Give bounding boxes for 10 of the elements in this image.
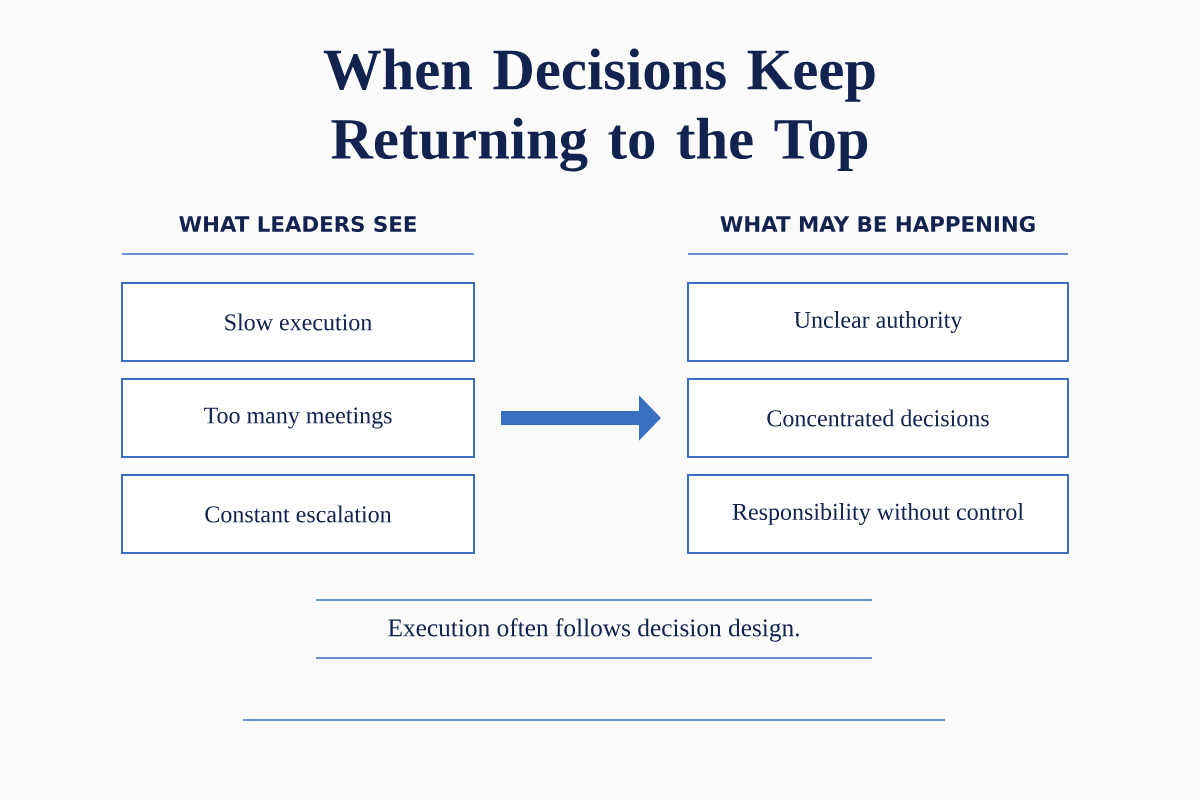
column-heading: WHAT MAY BE HAPPENING [720,215,1035,233]
text-box: Unclear authority [687,282,1069,362]
text-box: Slow execution [121,282,475,362]
text-box: Responsibility without control [687,474,1069,554]
text-box: Constant escalation [121,474,475,554]
text-box: Too many meetings [121,378,475,458]
column-heading: WHAT LEADERS SEE [179,215,416,233]
text-box: Concentrated decisions [687,378,1069,458]
statement: Execution often follows decision design. [388,618,799,642]
title: When Decisions Keep Returning to the Top [323,48,875,172]
